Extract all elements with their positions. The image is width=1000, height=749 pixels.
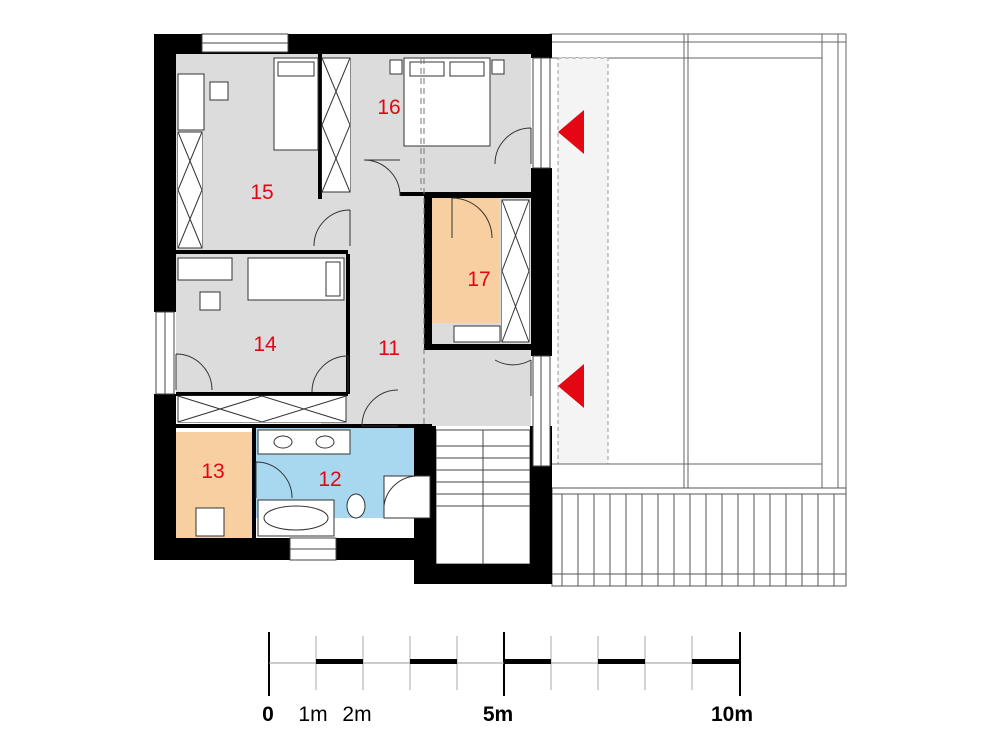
wall-15-16 [318, 54, 322, 199]
wall-closet-bottom [424, 344, 531, 350]
wall-right-mid [531, 168, 552, 356]
door-17 [451, 197, 493, 239]
door-balcony-11 [494, 359, 532, 396]
door-14 [311, 355, 349, 393]
scale-segment [692, 659, 740, 664]
desk-14 [177, 257, 233, 281]
doors [175, 127, 532, 499]
wall-right-upper [531, 34, 552, 58]
scale-segment [598, 659, 645, 664]
bathtub-basin [263, 505, 329, 531]
shower-curve [383, 475, 419, 507]
scale-label-0: 0 [262, 703, 274, 726]
wall-left-upper [154, 34, 176, 312]
door-balcony-16 [494, 127, 532, 165]
sink-a [273, 435, 293, 449]
red-triangle-icon [558, 364, 584, 408]
railing-balusters [561, 494, 835, 586]
room-label-17: 17 [467, 268, 490, 291]
stair-treads [436, 445, 530, 507]
dashed-lines [420, 58, 425, 426]
scale-segment [316, 659, 363, 664]
scale-label-2m: 2m [342, 703, 371, 726]
wall-14-hall [346, 254, 350, 394]
room-label-14: 14 [253, 333, 277, 356]
nightstand-l [389, 59, 403, 75]
wall-14-bottom [176, 392, 348, 396]
chair-15 [209, 81, 229, 101]
direction-arrows [558, 110, 584, 408]
door-14-left [175, 353, 213, 391]
floor-closet-17 [432, 198, 500, 323]
toilet [346, 493, 366, 519]
wall-utility-right [252, 426, 256, 538]
wall-bottom-left [154, 538, 290, 560]
staircase [435, 429, 531, 565]
room-labels: 16 15 17 14 11 13 12 [201, 96, 490, 491]
shelf-17 [453, 325, 501, 343]
scale-segment [410, 659, 457, 664]
wardrobe-cross [321, 57, 351, 193]
wall-closet-left [424, 194, 432, 348]
scale-bar: 0 1m 2m 5m 10m [262, 632, 753, 726]
windows [155, 33, 551, 561]
pillow-16b [449, 61, 485, 77]
scale-segment [504, 659, 551, 664]
wall-stair-bottom [414, 564, 552, 584]
wall-bottom-mid [336, 538, 436, 560]
balcony-structure [549, 33, 847, 489]
room-label-15: 15 [250, 181, 273, 204]
pillow-15 [277, 61, 315, 77]
terrace-railing [551, 487, 847, 587]
wardrobes [177, 57, 530, 423]
door-13 [255, 461, 293, 499]
room-label-16: 16 [377, 96, 400, 119]
wall-bath-top [176, 424, 432, 428]
washing-machine [195, 507, 225, 537]
furniture [177, 57, 505, 537]
wall-left-lower [154, 394, 176, 560]
scale-label-10m: 10m [711, 703, 753, 726]
desk-15 [177, 73, 205, 131]
room-label-13: 13 [201, 460, 224, 483]
scale-label-5m: 5m [483, 703, 513, 726]
scale-label-1m: 1m [298, 703, 327, 726]
scale-black-segments [316, 659, 740, 664]
door-12 [361, 389, 399, 427]
wardrobe-cross [177, 131, 203, 249]
wall-16-bottom [400, 192, 531, 196]
vanity [257, 429, 351, 455]
room-label-12: 12 [318, 468, 341, 491]
wardrobe-cross [501, 199, 530, 343]
pillow-14 [325, 261, 341, 297]
red-triangle-icon [558, 110, 584, 154]
wardrobe-cross [177, 395, 347, 423]
nightstand-r [491, 59, 505, 75]
door-16 [363, 159, 401, 197]
sink-b [315, 435, 335, 449]
pillow-16a [409, 61, 445, 77]
chair-14 [199, 291, 221, 311]
door-15 [313, 209, 351, 247]
wall-15-14 [176, 250, 348, 254]
room-label-11: 11 [378, 337, 400, 360]
